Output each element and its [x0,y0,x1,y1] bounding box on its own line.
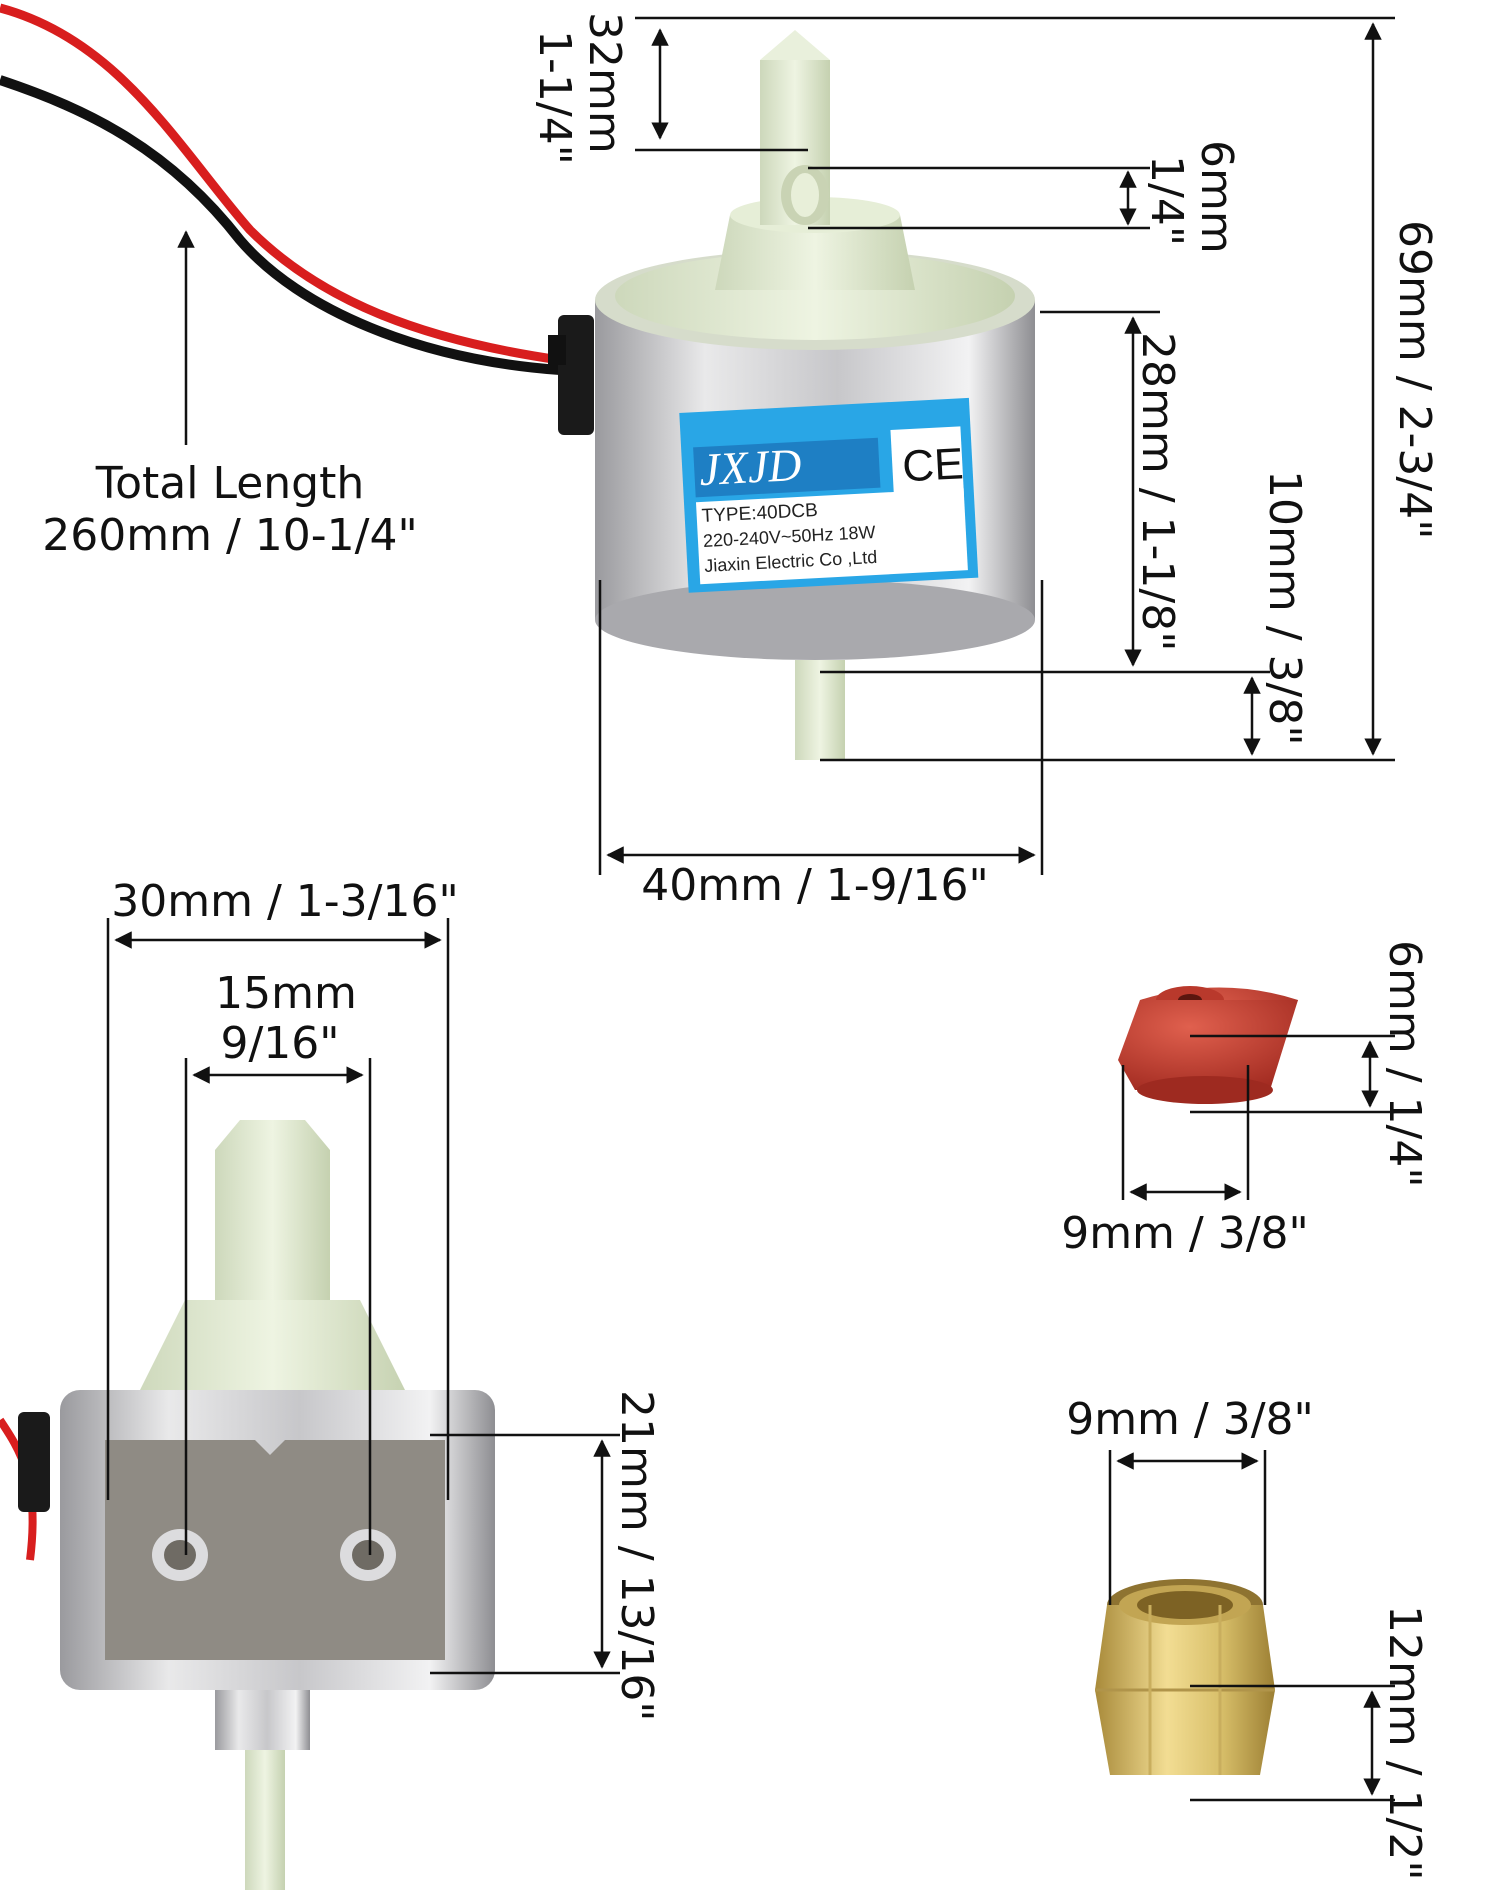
inlet-length-label: 10mm / 3/8" [1259,470,1310,746]
nut-width-label: 9mm / 3/8" [1066,1394,1314,1445]
seal-width-label: 9mm / 3/8" [1061,1208,1309,1259]
dimension-labels: Total Length 260mm / 10-1/4" 32mm 1-1/4"… [42,12,1440,1881]
pump-label: JXJD CE TYPE:40DCB 220-240V~50Hz 18W Jia… [679,397,979,593]
rubber-seal [1118,986,1298,1104]
total-length-value: 260mm / 10-1/4" [42,510,417,561]
bracket-width-label: 30mm / 1-3/16" [111,876,458,927]
seal-height-label: 6mm / 1/4" [1379,940,1430,1188]
body-width-label: 40mm / 1-9/16" [641,860,988,911]
dimension-lines [106,16,1395,1802]
overall-height-label: 69mm / 2-3/4" [1389,220,1440,539]
outlet-diameter-in: 1/4" [1141,155,1192,246]
hole-spacing-in: 9/16" [220,1018,339,1069]
outlet-height-in: 1-1/4" [529,30,580,165]
power-wires [0,3,561,375]
hole-spacing-mm: 15mm [215,968,357,1019]
ce-mark: CE [901,439,965,491]
main-pump: JXJD CE TYPE:40DCB 220-240V~50Hz 18W Jia… [548,30,1035,760]
outlet-diameter-mm: 6mm [1191,140,1242,254]
total-length-label: Total Length [95,458,365,509]
brand-text: JXJD [698,439,803,495]
brass-nut [1095,1579,1275,1775]
body-height-label: 28mm / 1-1/8" [1132,332,1183,651]
nut-height-label: 12mm / 1/2" [1379,1605,1430,1881]
outlet-height-mm: 32mm [579,12,630,154]
bracket-height-label: 21mm / 13/16" [611,1390,662,1722]
side-view-pump [0,1120,495,1890]
